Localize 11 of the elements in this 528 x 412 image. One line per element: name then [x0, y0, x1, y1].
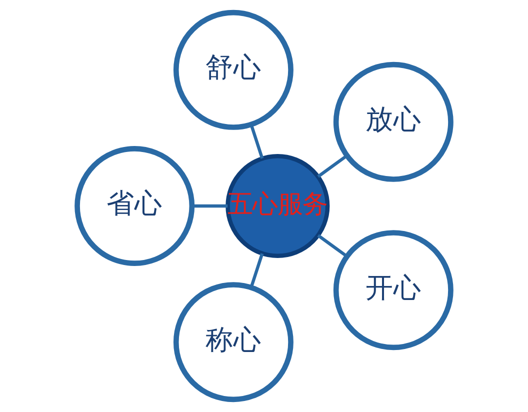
- connector: [250, 124, 264, 159]
- node-circle: 五心服务: [226, 154, 330, 258]
- node-circle: 省心: [74, 146, 195, 266]
- node-circle: 称心: [173, 282, 294, 402]
- connector: [317, 234, 348, 258]
- connector: [192, 204, 228, 208]
- node-circle: 放心: [333, 62, 454, 182]
- node-circle: 舒心: [173, 10, 294, 130]
- connector: [250, 253, 264, 288]
- node-circle: 开心: [333, 230, 454, 350]
- connector: [317, 154, 348, 178]
